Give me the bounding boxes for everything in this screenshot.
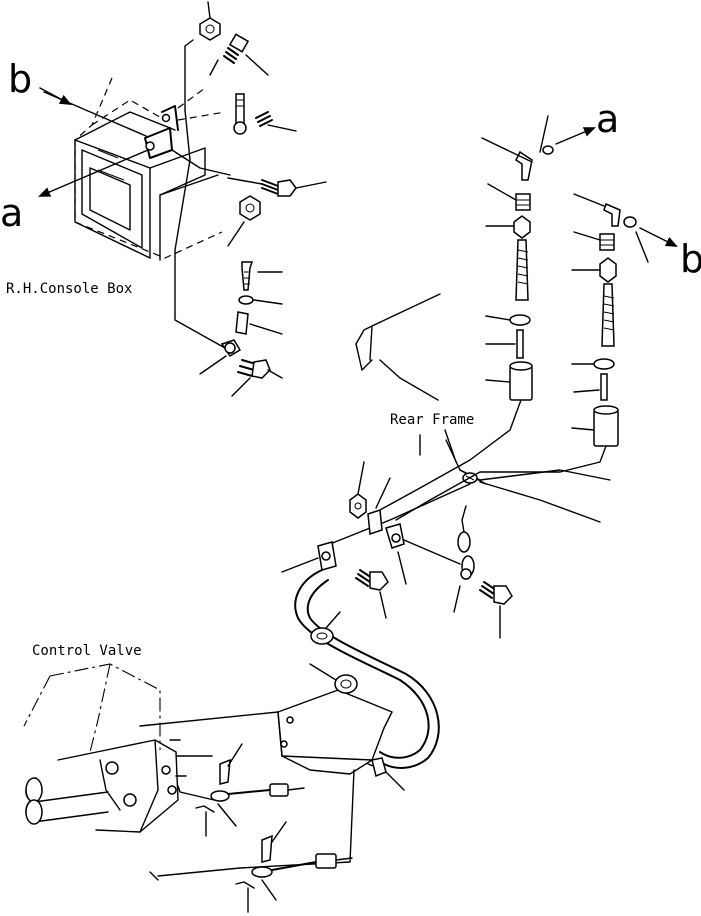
loop-clamp <box>310 611 341 645</box>
label-rear-frame: Rear Frame <box>390 412 474 428</box>
callout-b-right <box>639 227 678 247</box>
top-bolt <box>209 33 269 76</box>
callout-letter-a-left: a <box>0 191 23 235</box>
clevis-stack <box>199 261 283 397</box>
valve-bracket <box>277 689 405 791</box>
valve-link-upper <box>139 711 279 727</box>
valve-link-side <box>149 871 159 881</box>
rear-cable-a <box>379 399 522 511</box>
main-loop-cable-inner <box>306 579 440 769</box>
console-cable <box>174 109 226 349</box>
control-valve <box>23 663 213 833</box>
clevis-pin <box>233 93 297 135</box>
callout-letter-b-top-left: b <box>8 57 32 101</box>
rear-cable-b <box>395 445 607 521</box>
top-nut <box>184 1 221 111</box>
console-bracket <box>144 87 231 176</box>
console-box <box>74 77 223 261</box>
valve-link-left <box>177 785 215 801</box>
frame-clamps <box>281 461 513 639</box>
frame-bar <box>319 483 471 549</box>
cable-connector <box>403 505 475 613</box>
rear-frame <box>355 293 611 523</box>
callout-a-left <box>38 149 149 197</box>
valve-cable-end-upper <box>195 743 305 837</box>
console-side-bolt <box>227 177 327 197</box>
valve-nut <box>309 663 358 694</box>
label-console-box: R.H.Console Box <box>6 281 132 297</box>
callout-letter-b-right: b <box>680 237 701 281</box>
label-control-valve: Control Valve <box>32 643 142 659</box>
main-loop-cable <box>294 569 430 759</box>
valve-cable-end-lower <box>235 821 353 913</box>
right-cable-end <box>571 193 649 447</box>
callout-a-top-right <box>555 127 596 145</box>
left-cable-end <box>481 115 554 401</box>
callout-letter-a-top-right: a <box>596 97 619 141</box>
console-nut <box>227 195 261 247</box>
callout-b-top-left <box>39 87 147 137</box>
